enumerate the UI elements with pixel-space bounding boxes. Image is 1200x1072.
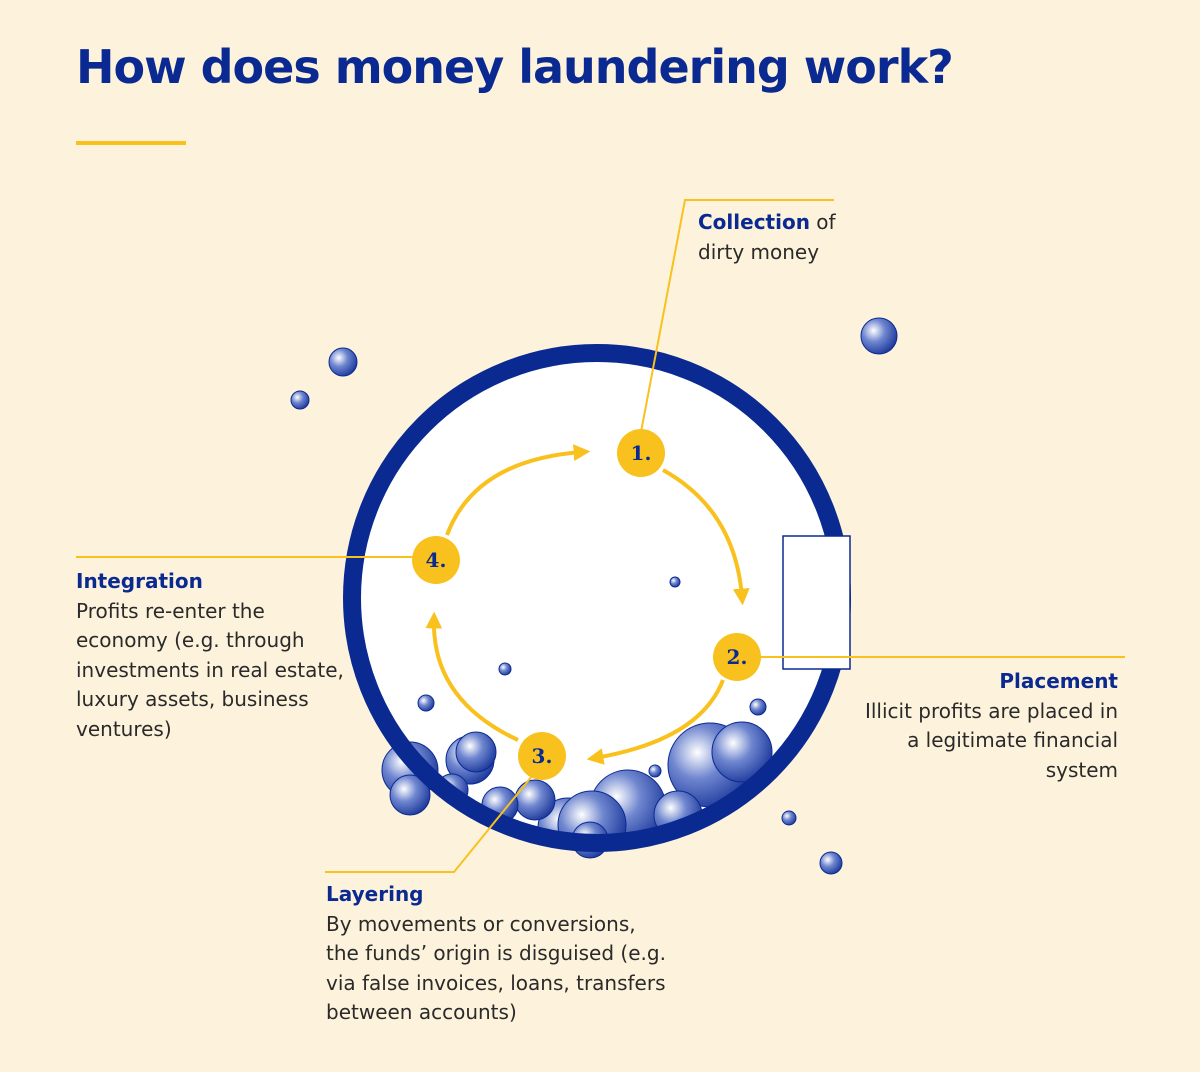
step-heading-suffix: of — [809, 210, 836, 234]
step-number-4: 4. — [426, 548, 447, 572]
step-marker-4: 4. — [412, 536, 460, 584]
cycle-arrow-icon — [425, 444, 750, 765]
step-marker-2: 2. — [713, 633, 761, 681]
step-body-integration: Profits re-enter the economy (e.g. throu… — [76, 598, 344, 741]
soap-bubble-icon — [417, 576, 767, 778]
step-body-placement: Illicit profits are placed in a legitima… — [864, 698, 1118, 782]
drum-door-handle — [782, 535, 851, 670]
step-heading-collection: Collection — [698, 210, 810, 234]
leader-lines — [76, 199, 1125, 873]
step-marker-3: 3. — [518, 732, 566, 780]
step-body-collection: dirty money — [698, 239, 820, 264]
washing-machine-drum-icon — [352, 353, 842, 843]
step-heading-placement: Placement — [999, 669, 1118, 693]
soap-bubble-icon — [290, 317, 898, 875]
step-number-2: 2. — [727, 645, 748, 669]
step-heading-layering: Layering — [326, 882, 424, 906]
step-label-integration: Integration Profits re-enter the economy… — [76, 567, 356, 744]
step-label-collection: Collection of dirty money — [698, 208, 898, 267]
step-number-1: 1. — [631, 441, 652, 465]
step-number-3: 3. — [532, 744, 553, 768]
step-body-layering: By movements or conversions, the funds’ … — [326, 911, 666, 1025]
step-heading-integration: Integration — [76, 569, 203, 593]
step-marker-1: 1. — [617, 429, 665, 477]
title-underline — [76, 141, 186, 145]
step-label-placement: Placement Illicit profits are placed in … — [860, 667, 1118, 785]
step-label-layering: Layering By movements or conversions, th… — [326, 880, 666, 1028]
page-title: How does money laundering work? — [76, 40, 954, 94]
